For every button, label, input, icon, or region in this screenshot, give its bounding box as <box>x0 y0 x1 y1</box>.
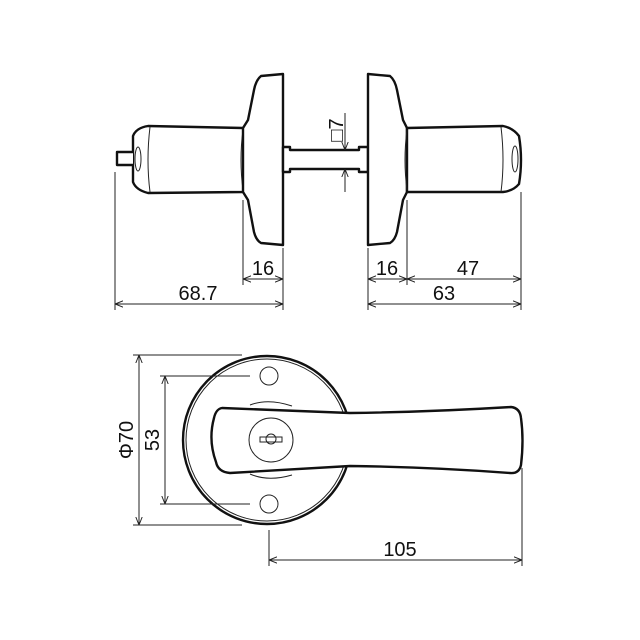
right-rose <box>366 72 409 247</box>
dim-right-rose: 16 <box>376 258 398 280</box>
dim-lever-length: 105 <box>383 539 416 561</box>
dim-rose-diameter: Φ70 <box>116 421 138 459</box>
screw-hole <box>259 494 279 514</box>
dim-left-total: 68.7 <box>179 283 218 305</box>
lever <box>210 405 524 475</box>
dim-left-rose: 16 <box>252 258 274 280</box>
left-rose <box>241 72 285 247</box>
indicator-slot-icon <box>259 436 283 443</box>
dim-right-knob: 47 <box>457 258 479 280</box>
side-dimensions: 16 68.7 16 47 63 □7 <box>114 113 522 310</box>
front-view: Φ70 53 105 <box>116 354 524 566</box>
right-knob <box>404 124 523 194</box>
spindle <box>281 145 370 174</box>
dim-screw-pitch: 53 <box>142 429 164 451</box>
screw-hole <box>259 366 279 386</box>
dim-spindle: □7 <box>326 118 348 141</box>
front-dimensions: Φ70 53 105 <box>116 354 523 566</box>
keyhole <box>248 417 294 463</box>
side-view: 16 68.7 16 47 63 □7 <box>114 72 523 310</box>
dim-right-total: 63 <box>433 283 455 305</box>
left-knob <box>115 124 248 195</box>
